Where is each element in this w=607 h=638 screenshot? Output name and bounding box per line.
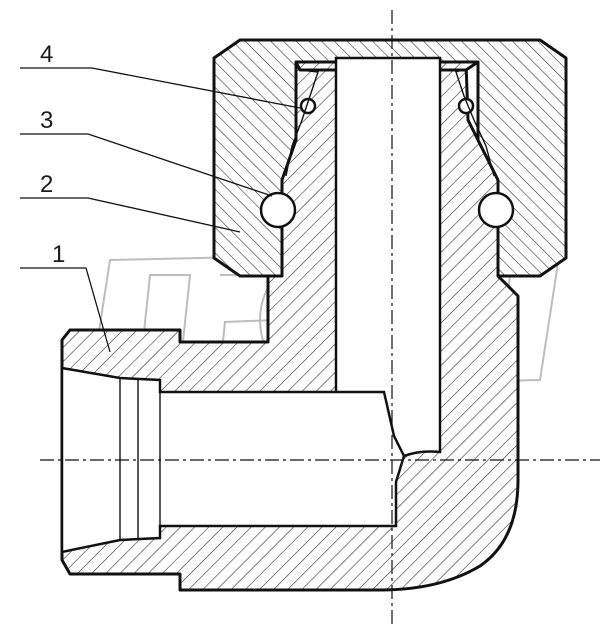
o-ring-seal-left	[259, 191, 297, 229]
small-seal-left	[299, 97, 317, 115]
cone-contour-left	[285, 69, 319, 177]
callout-4: 4	[40, 41, 53, 68]
callout-2: 2	[40, 171, 53, 198]
callout-3: 3	[40, 107, 53, 134]
callout-leaders	[20, 67, 301, 353]
callout-1: 1	[52, 241, 65, 268]
union-nut	[212, 38, 568, 278]
o-ring-seal-right	[477, 191, 515, 229]
cone-contour-right	[455, 69, 495, 177]
